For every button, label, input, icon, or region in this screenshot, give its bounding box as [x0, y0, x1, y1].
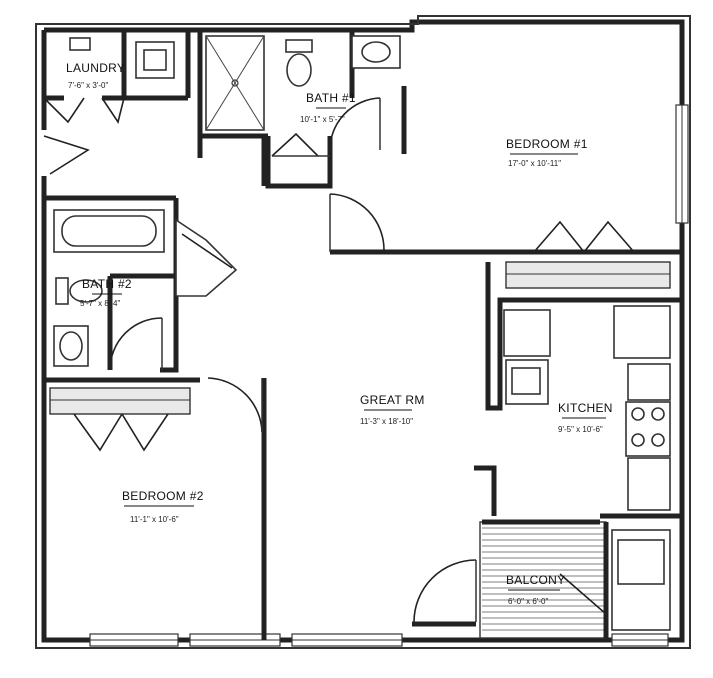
room-name-laundry: LAUNDRY: [66, 61, 125, 75]
laundry-room: LAUNDRY 7'-6" x 3'-0": [43, 30, 191, 175]
entry-door: [43, 135, 90, 175]
bifold-door: [43, 97, 85, 124]
room-dims-laundry: 7'-6" x 3'-0": [68, 81, 108, 90]
room-name-bath-2: BATH #2: [82, 277, 132, 291]
great-room: GREAT RM 11'-3" x 18'-10": [360, 393, 477, 627]
bedroom-1-door: [329, 193, 385, 251]
bath-1: BATH #1 10'-1" x 5'-7": [197, 30, 407, 189]
room-name-great-rm: GREAT RM: [360, 393, 425, 407]
interior-walls: [41, 136, 267, 198]
kitchen: KITCHEN 9'-5" x 10'-6": [474, 262, 682, 519]
toilet: [285, 39, 313, 53]
bedroom-2-door: [207, 377, 263, 433]
exterior-walls: [35, 15, 691, 649]
room-dims-bedroom-2: 11'-1" x 10'-6": [130, 515, 179, 524]
balcony-door: [413, 559, 477, 623]
room-name-balcony: BALCONY: [506, 573, 565, 587]
room-dims-kitchen: 9'-5" x 10'-6": [558, 425, 603, 434]
closet-shelf: [505, 261, 671, 289]
room-dims-bath-2: 5'-7" x 8'-4": [80, 299, 120, 308]
bath-1-door: [329, 97, 381, 151]
bifold-door: [533, 220, 585, 253]
room-dims-balcony: 6'-0" x 6'-0": [508, 597, 548, 606]
room-name-bedroom-2: BEDROOM #2: [122, 489, 204, 503]
bifold-door: [73, 413, 123, 452]
bedroom-2: BEDROOM #2 11'-1" x 10'-6": [44, 377, 267, 640]
room-name-bath-1: BATH #1: [306, 91, 356, 105]
room-dims-great-rm: 11'-3" x 18'-10": [360, 417, 413, 426]
closet-shelf: [49, 387, 191, 415]
bath-2: BATH #2 5'-7" x 8'-4": [44, 195, 238, 373]
room-name-kitchen: KITCHEN: [558, 401, 613, 415]
room-dims-bedroom-1: 17'-0" x 10'-11": [508, 159, 561, 168]
bath-2-door: [109, 317, 163, 371]
balcony: BALCONY 6'-0" x 6'-0": [479, 519, 671, 639]
counter: [627, 457, 671, 511]
counter: [627, 363, 671, 401]
toilet: [55, 277, 69, 305]
refrigerator: [613, 305, 671, 359]
room-dims-bath-1: 10'-1" x 5'-7": [300, 115, 345, 124]
room-name-bedroom-1: BEDROOM #1: [506, 137, 588, 151]
bedroom-1: BEDROOM #1 17'-0" x 10'-11": [329, 137, 682, 289]
dishwasher: [503, 309, 551, 357]
